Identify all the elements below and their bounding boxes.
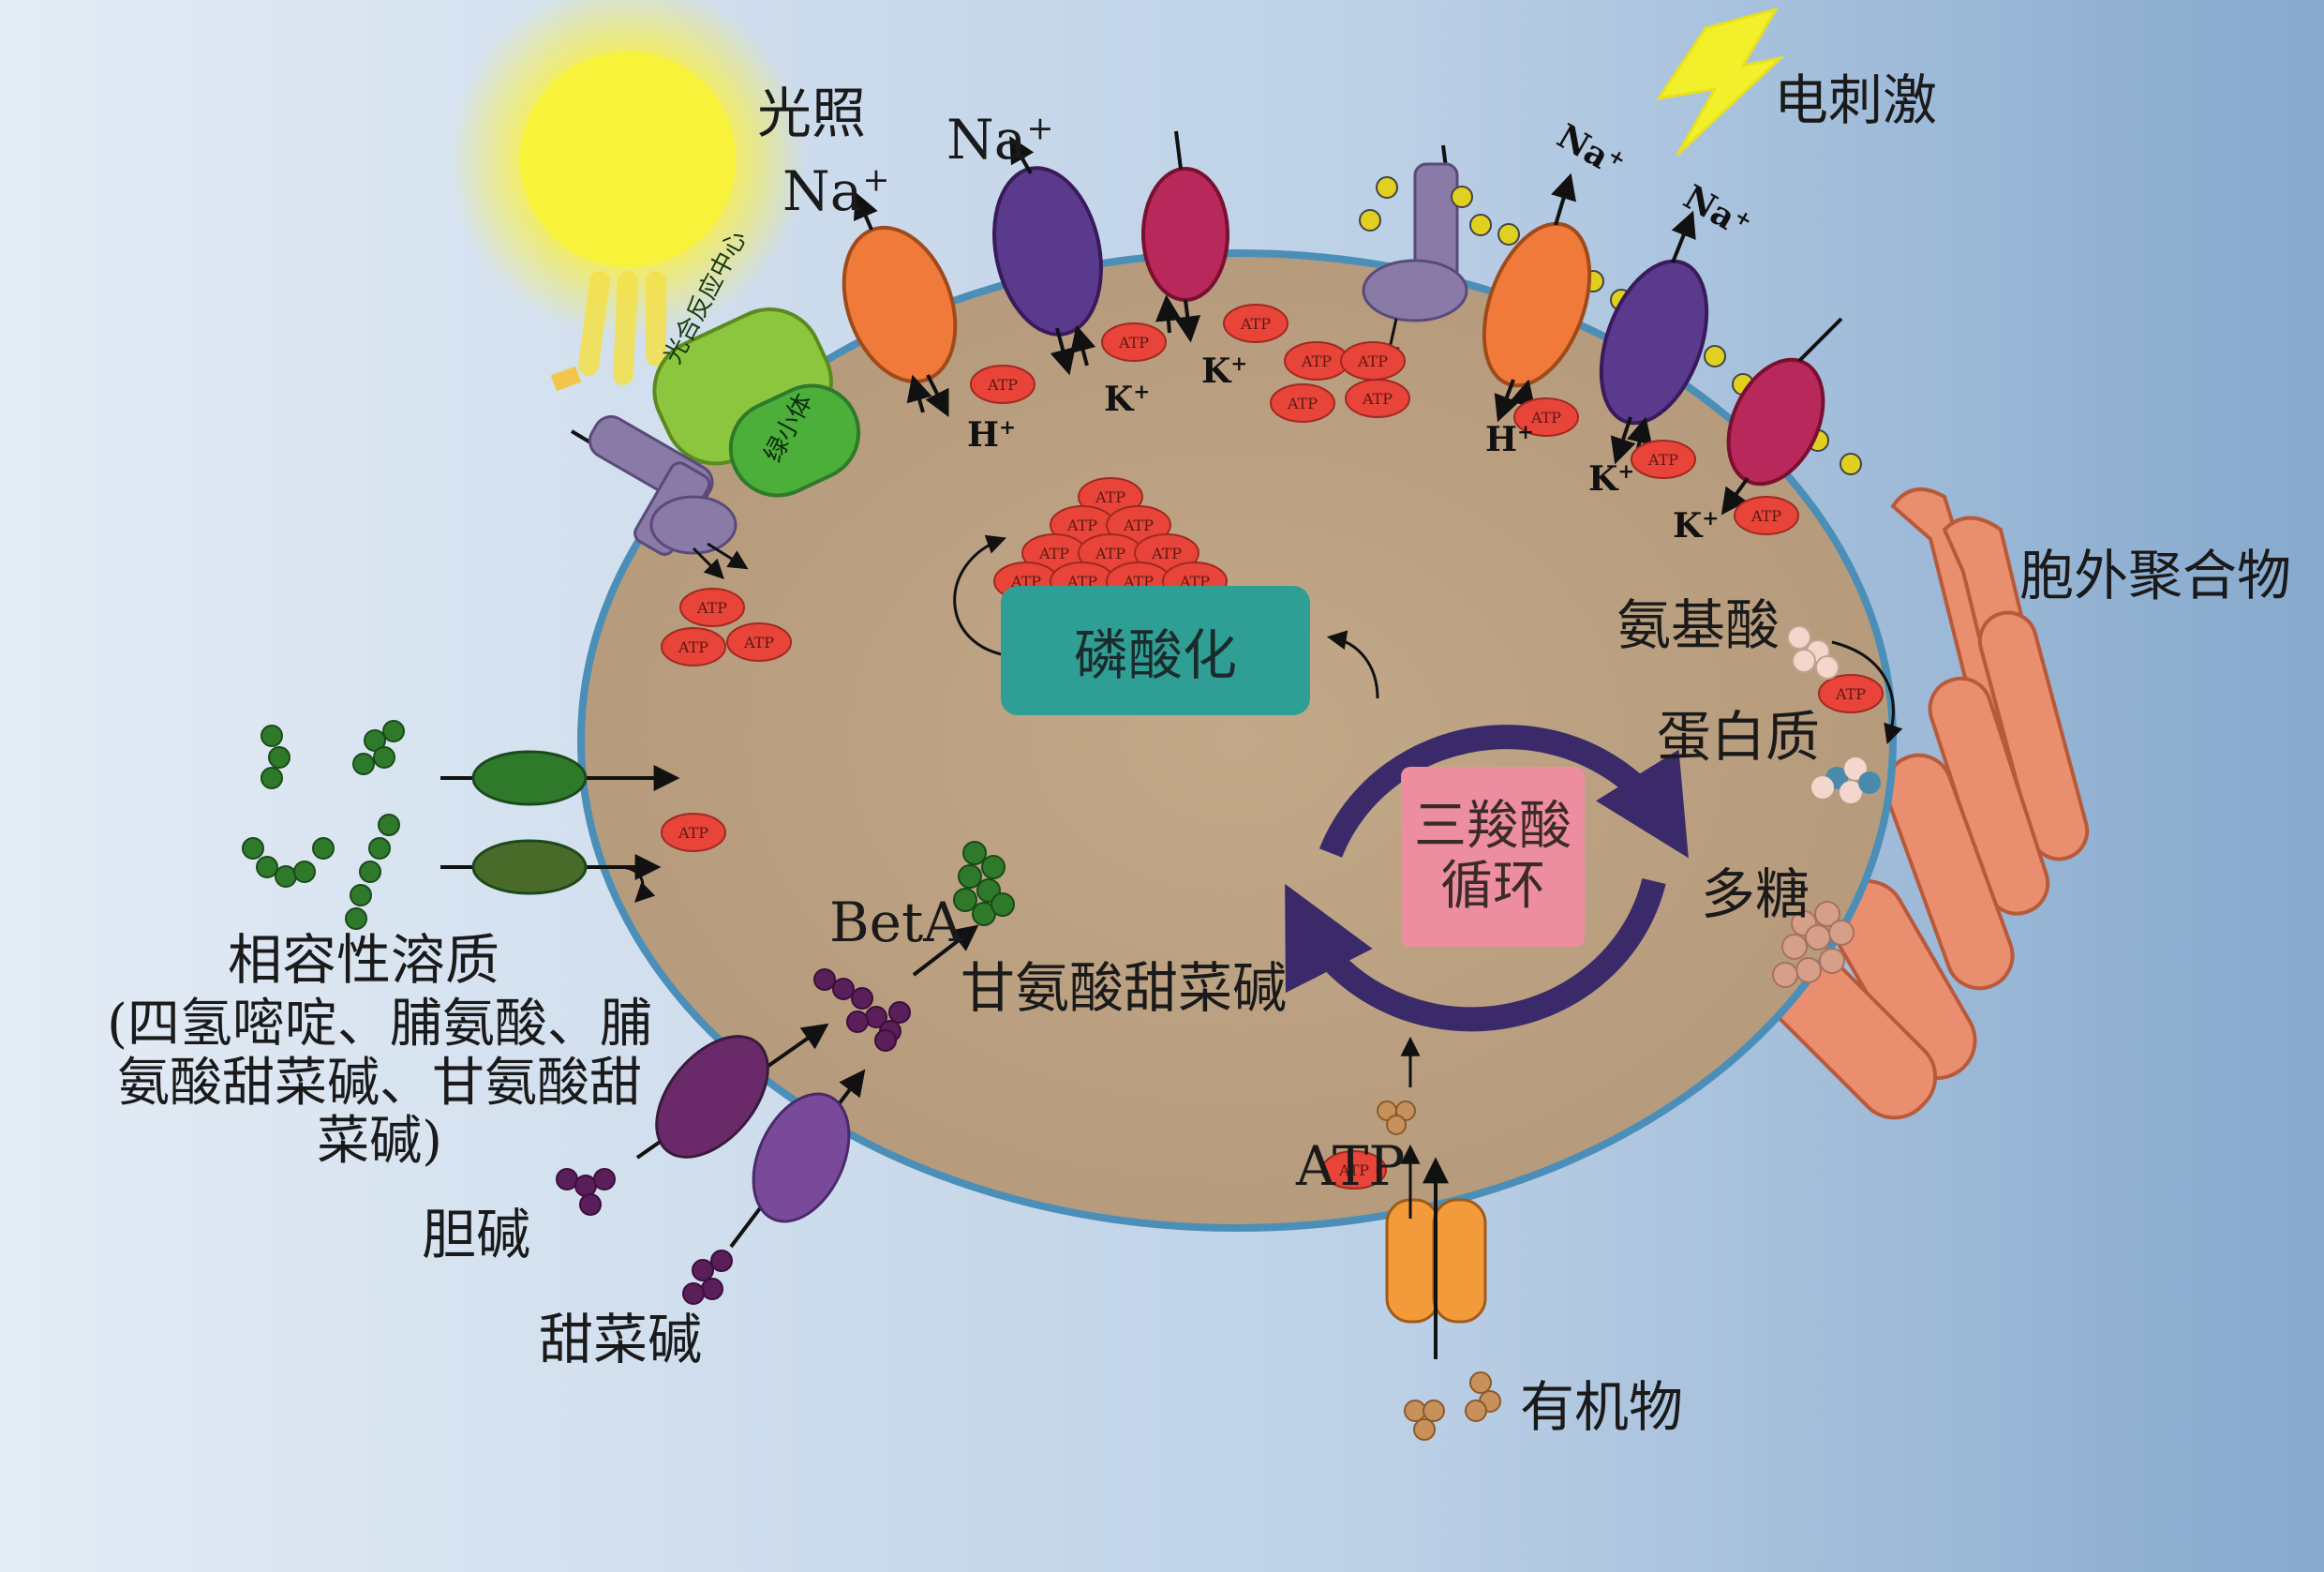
atp-ellipse: ATP — [1106, 505, 1171, 545]
atp-text: ATP — [678, 638, 708, 656]
betaine-to-glycine-betaine-arrow — [912, 924, 979, 977]
atp-ellipse: ATP — [661, 813, 726, 852]
tca-label-line2: 循环 — [1440, 856, 1545, 917]
label-k-left: K+ — [1104, 380, 1151, 419]
atp-ellipse: ATP — [1270, 383, 1335, 423]
tca-label-line1: 三羧酸 — [1414, 795, 1572, 857]
choline-transporter — [635, 1023, 829, 1160]
tca-cycle-arrows — [1285, 725, 1689, 1032]
label-amino-acid: 氨基酸 — [1616, 593, 1780, 657]
label-atp-bottom: ATP — [1296, 1134, 1406, 1198]
label-na-top-mid: Na+ — [946, 108, 1054, 172]
polysaccharide-molecules — [1772, 901, 1855, 988]
label-light: 光照 — [757, 82, 867, 145]
atp-text: ATP — [987, 376, 1018, 394]
compatible-solute-molecules — [242, 720, 1015, 930]
atp-text: ATP — [1151, 545, 1182, 562]
potassium-pump-crimson-right — [1721, 317, 1843, 516]
atp-text: ATP — [1338, 1161, 1369, 1179]
atp-ellipse: ATP — [1631, 440, 1696, 479]
label-beta: BetA — [829, 891, 963, 954]
atp-text: ATP — [678, 824, 708, 842]
atp-ellipse: ATP — [661, 627, 726, 666]
amino-acid-molecule — [1787, 625, 1840, 680]
amino-to-protein-arrow — [1831, 640, 1903, 744]
atp-text: ATP — [1287, 395, 1318, 412]
sodium-proton-pump-orange-left — [842, 191, 958, 418]
label-k-right-2: K+ — [1673, 506, 1720, 546]
label-betaine: 甜菜碱 — [539, 1308, 703, 1371]
choline-betaine-molecules — [556, 968, 911, 1305]
atp-text: ATP — [1095, 488, 1125, 506]
atp-ellipse: ATP — [1340, 341, 1406, 381]
atp-ellipse: ATP — [1078, 533, 1143, 573]
sodium-potassium-pump-purple-right — [1599, 210, 1709, 465]
atp-text: ATP — [1362, 390, 1393, 408]
sodium-proton-pump-orange-right — [1482, 172, 1592, 423]
label-polysaccharide: 多糖 — [1701, 862, 1810, 926]
label-choline: 胆碱 — [422, 1203, 531, 1266]
phosphorylation-cycle-arrow — [953, 534, 1013, 658]
tca-to-phosphorylation-arrow — [1326, 630, 1379, 699]
atp-text: ATP — [743, 634, 774, 651]
betaine-transporter — [729, 1069, 866, 1249]
atp-molecules: ATP ATP ATP ATP ATP ATP ATP ATP ATP ATP ATP ATP ATP A… — [661, 304, 1884, 1190]
organic-matter-transporter — [1385, 1036, 1487, 1359]
atp-ellipse: ATP — [1345, 379, 1410, 418]
atp-text: ATP — [1038, 545, 1069, 562]
label-k-top: K+ — [1201, 352, 1248, 391]
atp-ellipse: ATP — [1734, 496, 1799, 535]
atp-text: ATP — [696, 599, 727, 617]
receptor-left — [570, 415, 749, 579]
atp-ellipse: ATP — [970, 365, 1035, 404]
phosphorylation-box: 磷酸化 — [1001, 586, 1310, 715]
label-compatible-solutes: 相容性溶质 — [228, 928, 500, 992]
atp-text: ATP — [1750, 507, 1781, 525]
lightning-icon — [1655, 7, 1785, 157]
label-k-right-1: K+ — [1588, 459, 1635, 499]
atp-text: ATP — [1835, 685, 1866, 703]
organic-molecules — [1377, 1100, 1501, 1441]
atp-ellipse: ATP — [1284, 341, 1349, 381]
atp-text: ATP — [1095, 545, 1125, 562]
label-h-right: H+ — [1485, 420, 1535, 459]
atp-ellipse: ATP — [1818, 674, 1884, 713]
atp-text: ATP — [1123, 517, 1154, 534]
potassium-pump-crimson-top — [1141, 130, 1229, 343]
atp-text: ATP — [1118, 334, 1149, 352]
atp-ellipse: ATP — [1513, 397, 1579, 437]
compatible-solute-transporter-lower — [440, 839, 662, 903]
photosynthetic-reaction-center — [652, 307, 861, 498]
label-na-top-left: Na+ — [782, 159, 890, 223]
label-extracellular-polymer: 胞外聚合物 — [2019, 544, 2292, 607]
atp-ellipse: ATP — [1101, 322, 1167, 362]
extracellular-polymer-shapes — [1768, 487, 2090, 1120]
label-organic-matter: 有机物 — [1520, 1375, 1684, 1439]
atp-ellipse: ATP — [1223, 304, 1289, 343]
label-compatible-solutes-list: (四氢嘧啶、脯氨酸、脯氨酸甜菜碱、甘氨酸甜菜碱) — [107, 994, 652, 1173]
label-protein: 蛋白质 — [1657, 705, 1821, 769]
label-glycine-betaine: 甘氨酸甜菜碱 — [961, 956, 1288, 1020]
atp-text: ATP — [1647, 451, 1678, 469]
protein-molecule — [1811, 757, 1881, 803]
tca-cycle-box: 三羧酸 循环 — [1401, 767, 1585, 947]
receptor-right — [1362, 144, 1468, 366]
atp-text: ATP — [1301, 352, 1332, 370]
atp-text: ATP — [1066, 517, 1097, 534]
sodium-potassium-pump-purple-left — [992, 136, 1103, 376]
label-electric-stimulation: 电刺激 — [1774, 68, 1938, 132]
atp-ellipse: ATP — [1321, 1150, 1387, 1190]
atp-text: ATP — [1530, 409, 1561, 427]
atp-text: ATP — [1357, 352, 1388, 370]
sun-icon — [450, 0, 806, 392]
atp-ellipse: ATP — [679, 588, 745, 627]
compatible-solute-transporter-upper — [440, 750, 680, 806]
atp-text: ATP — [1240, 315, 1271, 333]
atp-ellipse: ATP — [726, 622, 792, 662]
label-h-left: H+ — [967, 415, 1017, 455]
